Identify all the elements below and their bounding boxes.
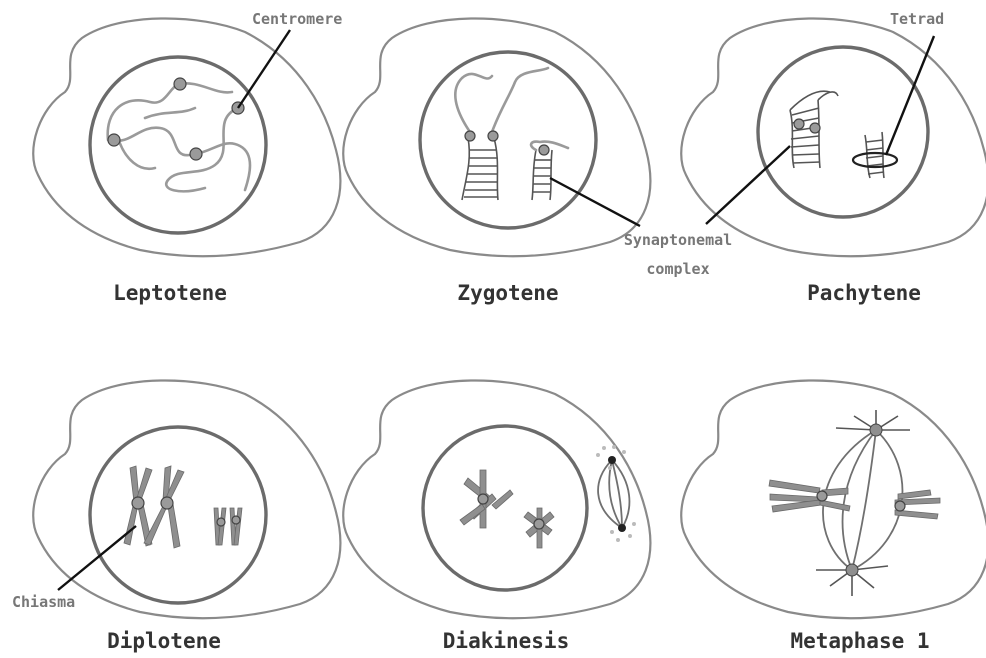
centromere xyxy=(465,131,475,141)
diplotene-panel: Chiasma Diplotene xyxy=(12,380,340,653)
stage-label-pachytene: Pachytene xyxy=(807,281,921,305)
centromere xyxy=(478,494,488,504)
centromere xyxy=(794,119,804,129)
diplotene-cell xyxy=(33,380,340,618)
centromere xyxy=(539,145,549,155)
pachytene-panel: Tetrad Pachytene xyxy=(681,10,986,305)
centromere xyxy=(174,78,186,90)
stage-label-leptotene: Leptotene xyxy=(113,281,227,305)
diakinesis-spindle xyxy=(596,445,636,542)
chiasma-leader-line xyxy=(58,526,136,590)
metaphase1-panel: Metaphase 1 xyxy=(681,380,986,653)
metaphase1-chromosomes xyxy=(769,480,940,519)
leptotene-chromatin xyxy=(108,83,250,191)
pachytene-cell xyxy=(681,18,986,256)
diakinesis-cell xyxy=(343,380,650,618)
centromere xyxy=(232,516,240,524)
leptotene-panel: Centromere Leptotene xyxy=(33,10,342,305)
centromere xyxy=(190,148,202,160)
centromere xyxy=(161,497,173,509)
tetrad-label: Tetrad xyxy=(890,10,944,28)
centromere xyxy=(810,123,820,133)
stage-label-diakinesis: Diakinesis xyxy=(443,629,569,653)
pachytene-nucleus xyxy=(758,47,928,217)
centromere xyxy=(895,501,905,511)
centromere xyxy=(217,518,225,526)
synaptonemal-complex-label-line1: Synaptonemal xyxy=(624,231,732,249)
stage-label-diplotene: Diplotene xyxy=(107,629,221,653)
centromere xyxy=(817,491,827,501)
chiasma-label: Chiasma xyxy=(12,593,75,611)
zygotene-panel: Zygotene xyxy=(343,18,650,305)
leptotene-cell xyxy=(33,18,340,256)
synaptonemal-leader-line xyxy=(550,178,640,226)
diakinesis-panel: Diakinesis xyxy=(343,380,650,653)
diakinesis-nucleus xyxy=(423,426,587,590)
pachytene-chromatin xyxy=(790,91,897,178)
diakinesis-chromosomes xyxy=(460,470,554,548)
centromere-label: Centromere xyxy=(252,10,342,28)
stage-label-metaphase1: Metaphase 1 xyxy=(790,629,929,653)
stage-label-zygotene: Zygotene xyxy=(457,281,558,305)
centromere xyxy=(534,519,544,529)
centromere xyxy=(108,134,120,146)
centromere-leader-line xyxy=(238,30,290,108)
zygotene-nucleus xyxy=(420,52,596,228)
synaptonemal-complex-label-line2: complex xyxy=(646,260,709,278)
centromere xyxy=(488,131,498,141)
centromere xyxy=(132,497,144,509)
